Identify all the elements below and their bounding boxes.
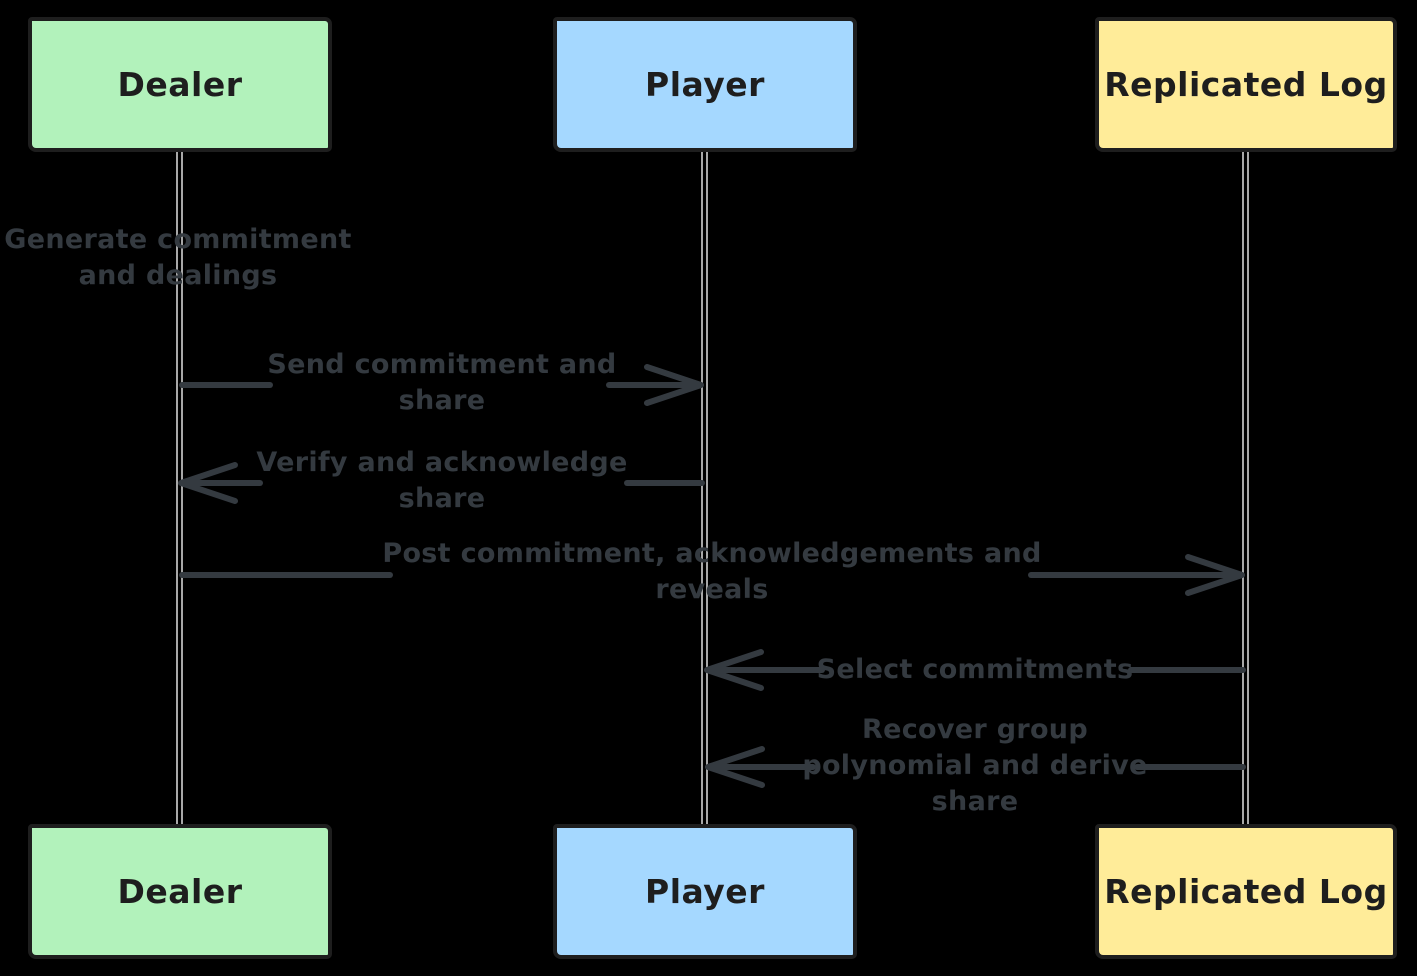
actor-box-replicated-log-top: Replicated Log	[1095, 17, 1397, 152]
actor-label-replicated-log-bottom: Replicated Log	[1104, 872, 1388, 911]
actor-label-dealer-bottom: Dealer	[117, 872, 243, 911]
actor-label-replicated-log-top: Replicated Log	[1104, 65, 1388, 104]
arrow-segment	[606, 382, 698, 388]
arrow-segment	[183, 480, 263, 486]
actor-box-player-top: Player	[553, 17, 857, 152]
message-label: Recover group polynomial and derive shar…	[802, 714, 1148, 817]
note-generate-commitment: Generate commitment and dealings	[4, 224, 352, 291]
arrowhead-left-icon	[705, 746, 765, 788]
lifeline-replicated-log	[1242, 152, 1249, 824]
arrow-segment	[179, 572, 393, 578]
arrowhead-right-icon	[1185, 554, 1245, 596]
lifeline-player	[701, 152, 708, 824]
arrow-segment	[709, 667, 825, 673]
actor-label-dealer-top: Dealer	[117, 65, 243, 104]
arrow-segment	[1134, 764, 1246, 770]
actor-box-replicated-log-bottom: Replicated Log	[1095, 824, 1397, 959]
arrow-segment	[624, 480, 705, 486]
message-label: Post commitment, acknowledgements and re…	[382, 538, 1042, 605]
message-label: Verify and acknowledge share	[256, 447, 628, 514]
actor-box-dealer-top: Dealer	[28, 17, 332, 152]
arrow-segment	[710, 764, 816, 770]
actor-box-player-bottom: Player	[553, 824, 857, 959]
message-label: Select commitments	[816, 654, 1134, 686]
message-label: Send commitment and share	[267, 349, 617, 416]
lifeline-dealer	[176, 152, 183, 824]
arrowhead-left-icon	[178, 462, 238, 504]
arrowhead-left-icon	[704, 649, 764, 691]
actor-label-player-bottom: Player	[645, 872, 765, 911]
actor-box-dealer-bottom: Dealer	[28, 824, 332, 959]
arrow-segment	[1128, 667, 1246, 673]
arrow-segment	[1028, 572, 1239, 578]
arrowhead-right-icon	[644, 364, 704, 406]
actor-label-player-top: Player	[645, 65, 765, 104]
arrow-segment	[179, 382, 273, 388]
